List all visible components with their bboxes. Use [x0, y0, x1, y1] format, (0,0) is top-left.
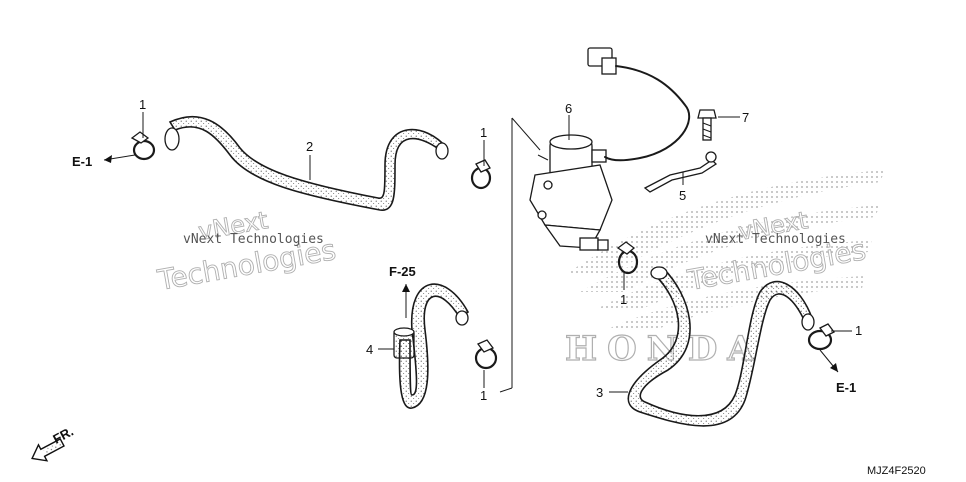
- bracket-5: [643, 151, 718, 193]
- divider-lead-top: [511, 117, 541, 151]
- divider-lead-bottom: [499, 387, 513, 393]
- bolt-7: [697, 109, 717, 141]
- air-injection-valve: [529, 134, 613, 251]
- callout-5: 5: [679, 188, 686, 203]
- callout-7: 7: [742, 110, 749, 125]
- leader-lines: [142, 112, 852, 393]
- svg-text:vNext Technologies: vNext Technologies: [183, 232, 324, 247]
- ref-e1-left: E-1: [72, 154, 92, 169]
- ref-f25: F-25: [389, 264, 416, 279]
- honda-logo-text: HONDA: [565, 329, 764, 369]
- front-arrow-icon: [31, 438, 65, 462]
- watermark-left: vNext Technologies vNext Technologies: [154, 206, 339, 298]
- arrow-e1-left: [103, 154, 136, 163]
- callout-1-lower-mid: 1: [480, 388, 487, 403]
- clamp-1-upper-mid: [470, 159, 492, 190]
- clamp-1-valve: [616, 241, 639, 275]
- hose-4: [393, 283, 470, 409]
- callout-1-valve: 1: [620, 292, 627, 307]
- callout-1-right: 1: [855, 323, 862, 338]
- callout-6: 6: [565, 101, 572, 116]
- callout-1-upper-mid: 1: [480, 125, 487, 140]
- clamp-1-right: [807, 323, 835, 351]
- callout-4: 4: [366, 342, 373, 357]
- diagram-code: MJZ4F2520: [867, 465, 926, 477]
- svg-text:vNext Technologies: vNext Technologies: [705, 232, 846, 247]
- clamp-1-left: [130, 131, 156, 161]
- callout-3: 3: [596, 385, 603, 400]
- hose-3: [627, 266, 815, 427]
- arrow-e1-right: [819, 349, 839, 373]
- hose-2: [164, 115, 449, 211]
- arrow-f25: [402, 284, 410, 318]
- connector-harness: [587, 47, 691, 162]
- clamp-1-lower-mid: [474, 339, 498, 370]
- ref-e1-right: E-1: [836, 380, 856, 395]
- callout-2: 2: [306, 139, 313, 154]
- callout-1-top-left: 1: [139, 97, 146, 112]
